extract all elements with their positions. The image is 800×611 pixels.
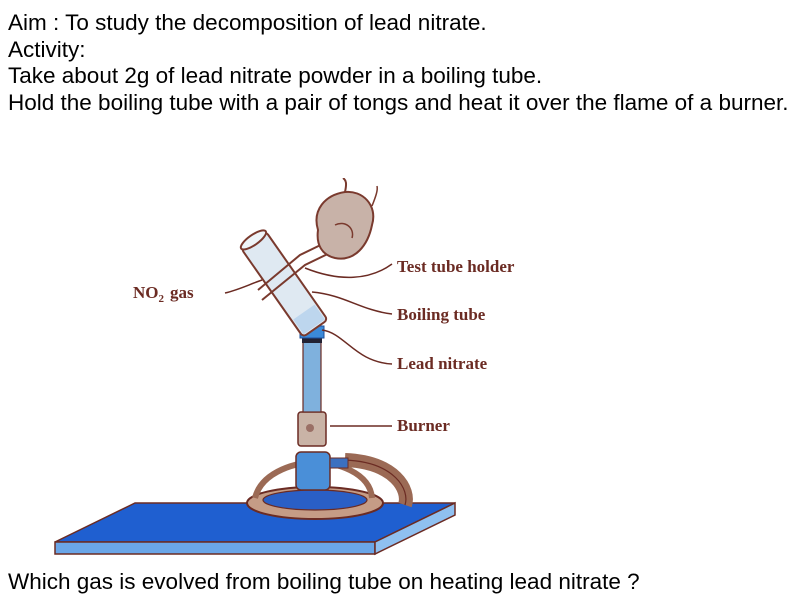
- activity-heading: Activity:: [8, 36, 86, 62]
- step-2-text: Hold the boiling tube with a pair of ton…: [8, 89, 789, 115]
- label-test-tube-holder: Test tube holder: [397, 257, 515, 276]
- label-leader-lines: [224, 263, 393, 427]
- question-text: Which gas is evolved from boiling tube o…: [8, 569, 640, 594]
- aim-text: Aim : To study the decomposition of lead…: [8, 10, 487, 35]
- label-boiling-tube: Boiling tube: [397, 305, 486, 324]
- burner-illustration: [246, 325, 413, 520]
- activity-text: Aim : To study the decomposition of lead…: [8, 10, 793, 116]
- hand-illustration: [315, 178, 378, 260]
- label-lead-nitrate: Lead nitrate: [397, 354, 488, 373]
- label-burner: Burner: [397, 416, 450, 435]
- step-1-text: Take about 2g of lead nitrate powder in …: [8, 63, 543, 88]
